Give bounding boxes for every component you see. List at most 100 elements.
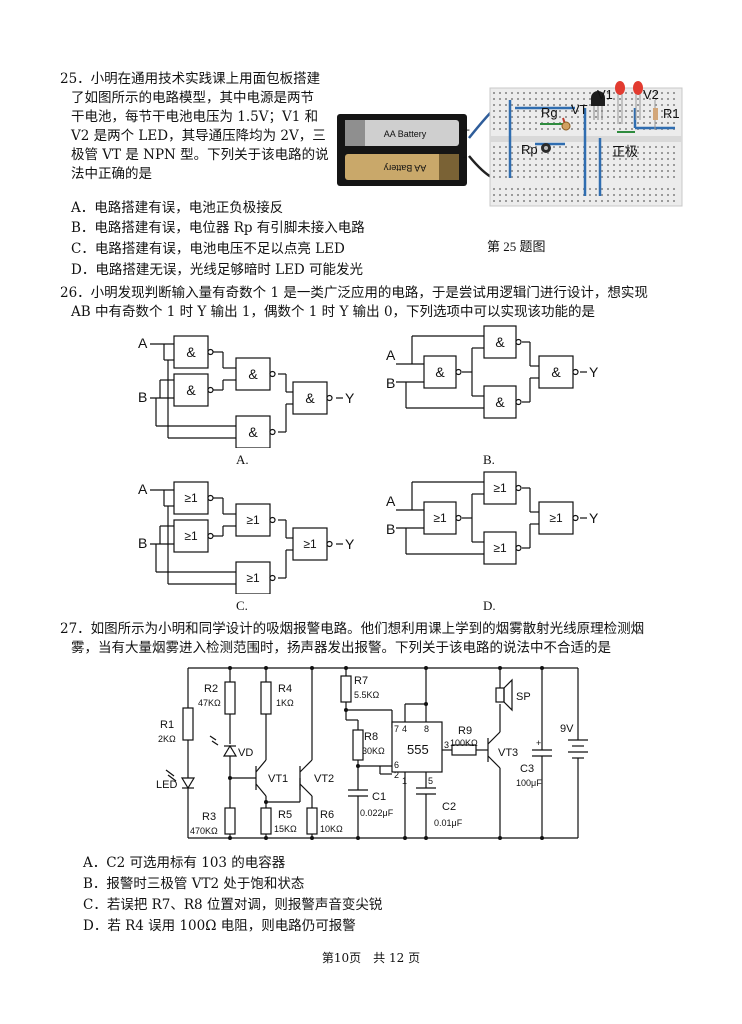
transistor-vt [591, 91, 605, 120]
value-r4: 1KΩ [276, 698, 294, 708]
q27-option-a: A．C2 可选用标有 103 的电容器 [83, 855, 286, 871]
gate-symbol: & [495, 394, 505, 410]
value-r9: 100KΩ [450, 738, 478, 748]
label-r1: R1 [663, 106, 680, 121]
q25-line: 法中正确的是 [71, 166, 152, 182]
label-positive-pole: 正极 [612, 144, 638, 159]
label-v1: V1 [597, 87, 613, 102]
label-vt2: VT2 [314, 773, 334, 785]
output-y: Y [589, 364, 599, 380]
battery-minus: - [463, 149, 467, 164]
battery-plus: + [463, 123, 470, 137]
output-y: Y [345, 536, 355, 552]
battery-1 [345, 120, 459, 146]
label-led: LED [156, 779, 177, 791]
pin-2: 2 [394, 770, 399, 780]
gate-symbol: & [551, 364, 561, 380]
value-c2: 0.01μF [434, 818, 463, 828]
label-r2: R2 [204, 683, 218, 695]
input-a: A [138, 335, 148, 351]
q27-stem: 27．如图所示为小明和同学设计的吸烟报警电路。他们想利用课上学到的烟雾散射光线原… [60, 620, 644, 658]
q26-circuit-c: ≥1 ≥1 ≥1 ≥1 ≥1 A B Y [138, 481, 355, 594]
input-b: B [386, 375, 395, 391]
label-battery: 9V [560, 723, 574, 735]
input-b: B [138, 535, 147, 551]
q27-option-b: B．报警时三极管 VT2 处于饱和状态 [83, 876, 305, 892]
pin-8: 8 [424, 724, 429, 734]
value-r3: 470KΩ [190, 826, 218, 836]
led-v2 [633, 81, 643, 120]
value-r2: 47KΩ [198, 698, 221, 708]
q26-option-a-label: A. [236, 452, 249, 467]
value-r6: 10KΩ [320, 824, 343, 834]
value-r7: 5.5KΩ [354, 690, 380, 700]
gate-symbol: ≥1 [246, 513, 260, 527]
q26-circuit-d: ≥1 ≥1 ≥1 ≥1 A B Y [386, 471, 599, 565]
q26-circuit-b: & & & & A B Y [386, 325, 599, 419]
pin-4: 4 [402, 724, 407, 734]
gate-symbol: & [186, 344, 196, 360]
ic-555 [391, 721, 443, 773]
q25-option-c: C．电路搭建有误，电池电压不足以点亮 LED [71, 241, 345, 257]
value-r5: 15KΩ [274, 824, 297, 834]
potentiometer-rp [541, 143, 551, 153]
label-r1: R1 [160, 719, 174, 731]
q25-line: 干电池，每节干电池电压为 1.5V；V1 和 [71, 109, 319, 125]
q26-option-c-label: C. [236, 598, 248, 613]
label-vt: VT [571, 102, 588, 117]
gate-symbol: ≥1 [433, 511, 447, 525]
output-y: Y [345, 390, 355, 406]
label-ic: 555 [407, 742, 429, 757]
input-a: A [138, 481, 148, 497]
label-vt3: VT3 [498, 747, 518, 759]
photoresistor-rg [561, 121, 571, 131]
gate-symbol: ≥1 [184, 529, 198, 543]
pin-1: 1 [402, 776, 407, 786]
q26-stem: 26．小明发现判断输入量有奇数个 1 是一类广泛应用的电路，于是尝试用逻辑门进行… [60, 284, 648, 322]
q27-line: 27．如图所示为小明和同学设计的吸烟报警电路。他们想利用课上学到的烟雾散射光线原… [60, 621, 645, 637]
battery-2-label: AA Battery [383, 163, 426, 173]
battery-1-label: AA Battery [384, 129, 427, 139]
label-vt1: VT1 [268, 773, 288, 785]
gate-symbol: ≥1 [493, 541, 507, 555]
label-c3: C3 [520, 763, 534, 775]
pin-6: 6 [394, 760, 399, 770]
battery-2 [345, 154, 459, 180]
gate-symbol: & [248, 366, 258, 382]
resistor-r1 [653, 100, 658, 130]
output-y: Y [589, 510, 599, 526]
input-b: B [386, 521, 395, 537]
gate-symbol: ≥1 [184, 491, 198, 505]
gate-symbol: ≥1 [493, 481, 507, 495]
q25-line: 25．小明在通用技术实践课上用面包板搭建 [60, 71, 321, 87]
value-r8: 30KΩ [362, 746, 385, 756]
label-c2: C2 [442, 801, 456, 813]
input-a: A [386, 493, 396, 509]
gate-symbol: & [248, 424, 258, 440]
gate-symbol: & [435, 364, 445, 380]
q26-line: AB 中有奇数个 1 时 Y 输出 1，偶数个 1 时 Y 输出 0，下列选项中… [71, 304, 596, 320]
q27-option-c: C．若误把 R7、R8 位置对调，则报警声音变尖锐 [83, 897, 383, 913]
q27-option-d: D．若 R4 误用 100Ω 电阻，则电路仍可报警 [83, 918, 356, 934]
q25-stem: 25．小明在通用技术实践课上用面包板搭建 了如图所示的电路模型，其中电源是两节 … [60, 70, 329, 184]
gate-symbol: & [495, 334, 505, 350]
label-vd: VD [238, 747, 253, 759]
pin-7: 7 [394, 724, 399, 734]
label-r9: R9 [458, 725, 472, 737]
q25-line: 极管 VT 是 NPN 型。下列关于该电路的说 [71, 147, 329, 163]
q25-option-a: A．电路搭建有误，电池正负极接反 [71, 200, 284, 216]
gate-symbol: ≥1 [303, 537, 317, 551]
q26-option-b-label: B. [483, 452, 495, 467]
page-footer: 第10页 共 12 页 [321, 951, 421, 965]
input-b: B [138, 389, 147, 405]
label-r5: R5 [278, 809, 292, 821]
value-c1: 0.022μF [360, 808, 394, 818]
label-r6: R6 [320, 809, 334, 821]
label-v2: V2 [643, 87, 659, 102]
q25-figure-caption: 第 25 题图 [487, 239, 546, 254]
q26-circuit-a: & & & & & A B Y [138, 335, 355, 448]
label-c1: C1 [372, 791, 386, 803]
gate-symbol: ≥1 [246, 571, 260, 585]
q25-line: V2 是两个 LED，其导通压降均为 2V，三 [71, 128, 326, 144]
label-rg: Rg [541, 105, 558, 120]
